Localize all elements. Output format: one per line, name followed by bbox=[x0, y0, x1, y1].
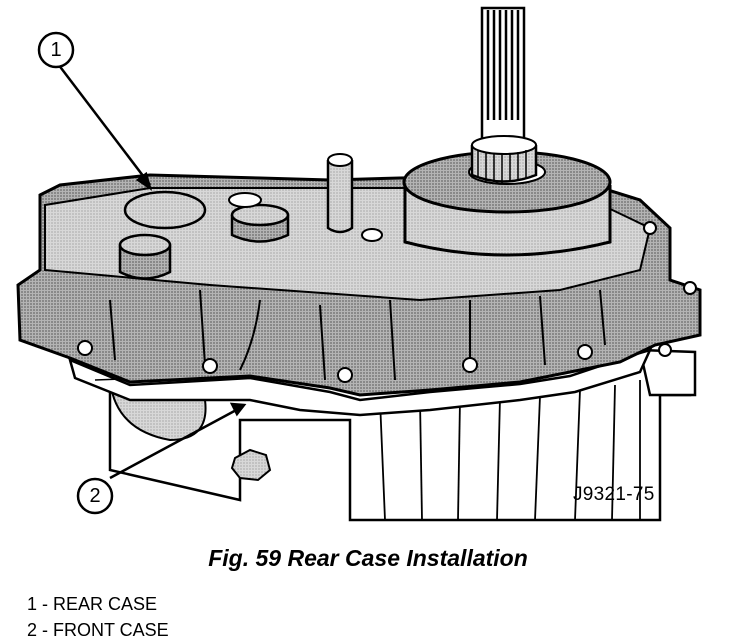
rear-case-bosses bbox=[118, 153, 383, 280]
callout-1-label: 1 bbox=[50, 39, 62, 61]
figure-caption: Fig. 59 Rear Case Installation bbox=[208, 545, 528, 571]
output-shaft bbox=[470, 6, 538, 183]
legend-item-rear-case: 1 - REAR CASE bbox=[27, 594, 158, 614]
legend-item-front-case: 2 - FRONT CASE bbox=[27, 620, 169, 640]
transfer-case-illustration bbox=[16, 6, 702, 522]
front-case-bolt bbox=[230, 448, 272, 482]
callout-2-label: 2 bbox=[89, 485, 101, 507]
callout-circles bbox=[37, 31, 114, 515]
drawing-code: J9321-75 bbox=[573, 484, 655, 505]
callout-leaders bbox=[57, 63, 247, 480]
